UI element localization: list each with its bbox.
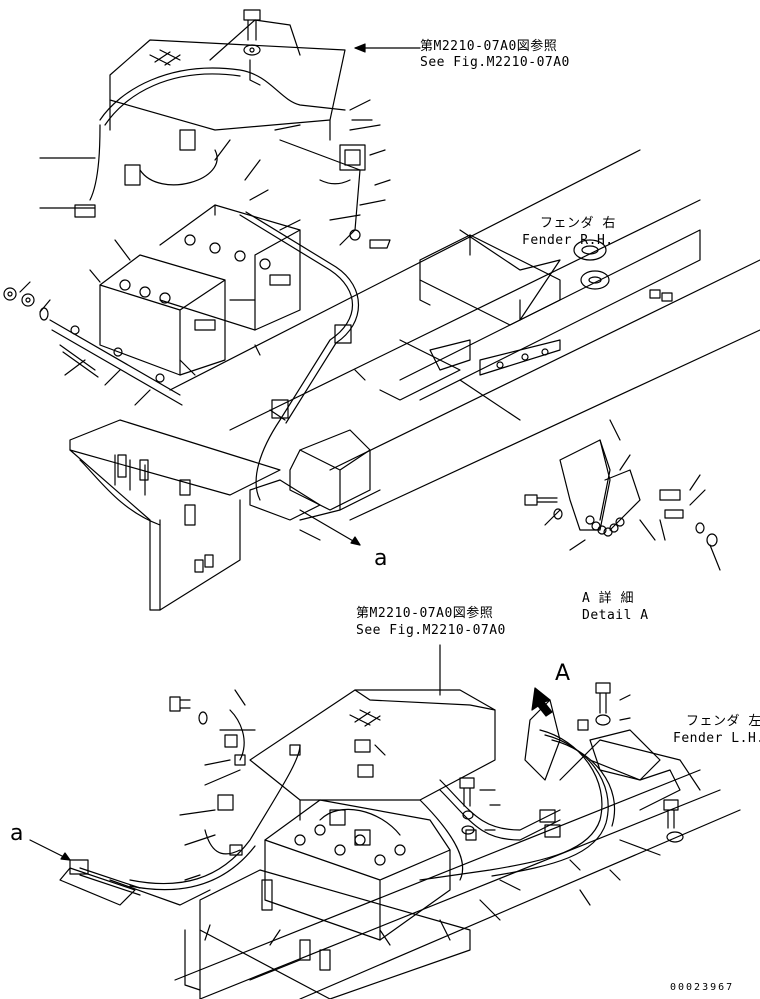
fender-lh-en: Fender L.H.: [673, 731, 760, 746]
top-ref-en: See Fig.M2210-07A0: [420, 55, 570, 70]
mark-a-upper: a: [374, 546, 388, 571]
fender-rh-en: Fender R.H.: [522, 233, 614, 248]
detail-a-en: Detail A: [582, 608, 649, 623]
lower-assembly: [29, 43, 741, 999]
fender-lh-jp: フェンダ 左: [686, 714, 760, 729]
top-ref-jp: 第M2210-07A0図参照: [420, 39, 558, 54]
mark-detail-A: A: [555, 661, 571, 686]
mark-a-lower: a: [10, 821, 24, 846]
upper-assembly: [3, 9, 760, 611]
drawing-number: 00023967: [670, 982, 735, 993]
fender-rh-jp: フェンダ 右: [540, 216, 616, 231]
bottom-ref-jp: 第M2210-07A0図参照: [356, 606, 494, 621]
detail-a-jp: A 詳 細: [582, 591, 634, 606]
bottom-ref-en: See Fig.M2210-07A0: [356, 623, 506, 638]
detail-a-assembly: [524, 419, 721, 571]
